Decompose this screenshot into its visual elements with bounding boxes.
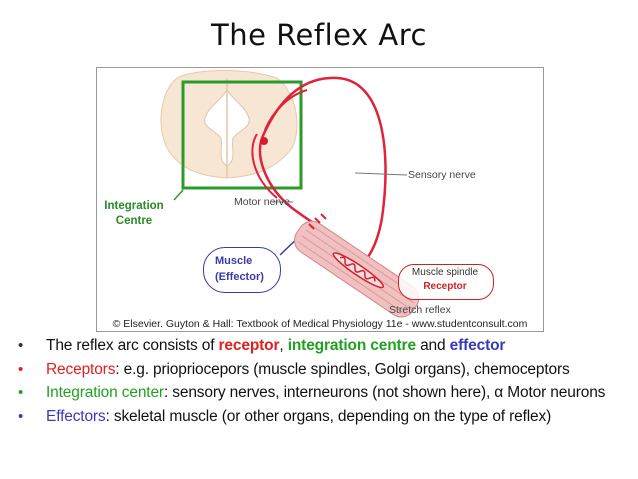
bullet-text-part: Effectors — [46, 407, 106, 425]
bullet-text-part: : skeletal muscle (or other organs, depe… — [105, 407, 552, 425]
bullet-marker: • — [18, 337, 24, 354]
bullet-marker: • — [18, 360, 24, 378]
neuron-body — [260, 137, 268, 145]
bullet-item: • Effectors: skeletal muscle (or other or… — [14, 405, 634, 429]
figure-copyright: © Elsevier. Guyton & Hall: Textbook of M… — [112, 318, 528, 330]
bullet-marker: • — [18, 407, 24, 425]
bullet-list: • The reflex arc consists of receptor, in… — [14, 334, 634, 428]
motor-nerve-inner — [251, 133, 278, 199]
bullet-text-part: The reflex arc consists of — [46, 337, 219, 354]
bullet-text-part: , — [279, 337, 288, 354]
muscle-label-line1: Muscle — [215, 255, 253, 267]
integration-label-line2: Centre — [115, 215, 153, 227]
sensory-nerve-branch — [264, 89, 308, 131]
bullet-text-part: and — [415, 337, 450, 354]
integration-centre-box — [181, 80, 303, 190]
effector-label: Muscle (Effector) — [215, 253, 264, 285]
integration-leader — [173, 189, 184, 201]
integration-label-line1: Integration — [104, 200, 164, 212]
bullet-text-part: effector — [449, 337, 506, 354]
bullet-text-part: receptor — [218, 337, 280, 354]
slide-title: The Reflex Arc — [211, 18, 427, 52]
muscle-label-line2: (Effector) — [215, 271, 264, 283]
bullet-text-part: Integration center — [46, 384, 164, 401]
stretch-reflex-label: Stretch reflex — [389, 304, 451, 316]
sensory-nerve-label: Sensory nerve — [408, 169, 476, 181]
receptor-label: Muscle spindle Receptor — [398, 266, 492, 294]
reflex-arc-figure: Sensory nerve Motor nerve Stretch reflex… — [96, 67, 544, 332]
muscle — [294, 220, 420, 318]
bullet-text-part: : sensory nerves, interneurons (not show… — [163, 384, 606, 401]
sensory-nerve-leader — [354, 172, 408, 176]
motor-nerve-label: Motor nerve — [234, 196, 291, 208]
motor-end-plates — [308, 213, 327, 230]
spinal-cord — [160, 70, 298, 179]
sensory-nerve-path — [260, 76, 387, 274]
bullet-item: • Receptors: e.g. priopriocepors (muscle … — [14, 358, 634, 382]
bullet-text-part: : e.g. priopriocepors (muscle spindles, … — [115, 360, 570, 378]
bullet-text-part: integration centre — [287, 337, 416, 354]
integration-centre-label: Integration Centre — [96, 199, 172, 229]
effector-callout — [203, 247, 281, 293]
reflex-arc-illustration — [160, 70, 420, 318]
bullet-item: • The reflex arc consists of receptor, in… — [14, 334, 634, 358]
receptor-callout — [398, 264, 494, 300]
bullet-item: • Integration center: sensory nerves, int… — [14, 381, 634, 405]
bullet-text-part: Receptors — [46, 360, 116, 378]
bullet-marker: • — [18, 384, 24, 401]
receptor-word: Receptor — [423, 281, 467, 292]
muscle-spindle-label: Muscle spindle — [411, 267, 479, 278]
